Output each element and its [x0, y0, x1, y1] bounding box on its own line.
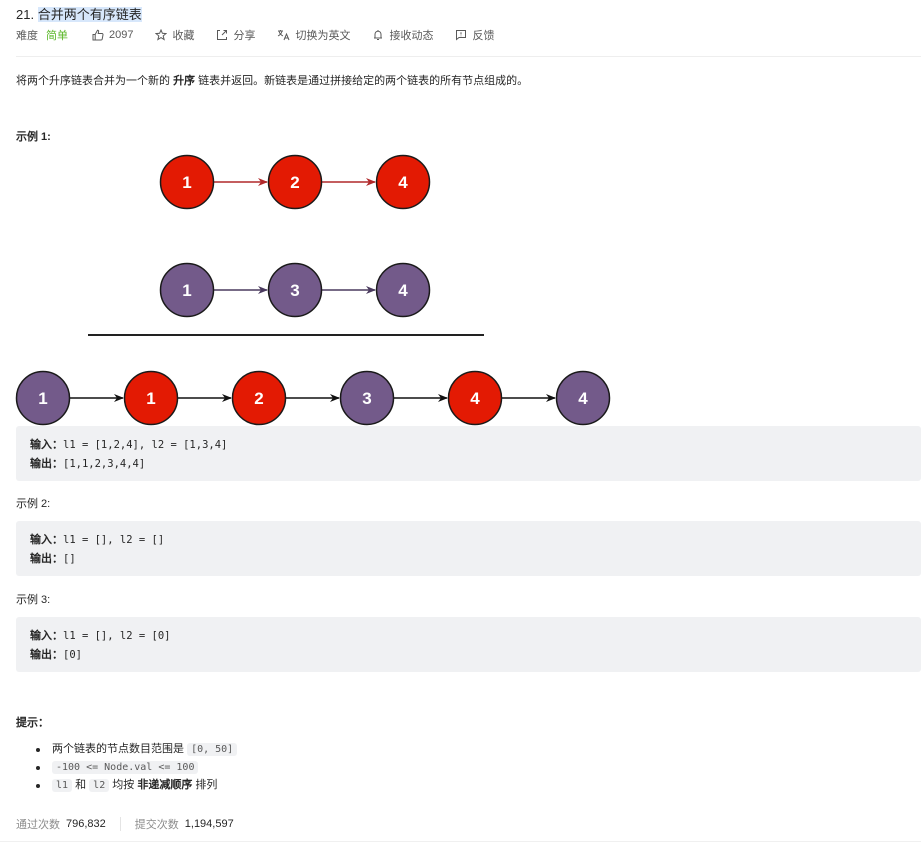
list1-node: 1	[159, 154, 215, 210]
hint-item: -100 <= Node.val <= 100	[36, 758, 237, 776]
submitted-count: 1,194,597	[184, 818, 234, 830]
translate-icon	[278, 30, 290, 41]
output-value: [0]	[63, 649, 82, 661]
input-value: l1 = [1,2,4], l2 = [1,3,4]	[63, 439, 228, 451]
share-icon	[217, 30, 228, 40]
inline-code: l2	[89, 779, 110, 792]
example-1-code: 输入：l1 = [1,2,4], l2 = [1,3,4] 输出：[1,1,2,…	[16, 426, 921, 481]
like-button[interactable]: 2097	[92, 29, 133, 41]
accepted-count: 796,832	[66, 818, 106, 830]
list2-node: 3	[267, 262, 323, 318]
output-value: []	[63, 553, 76, 565]
bottom-divider	[0, 841, 921, 842]
difficulty-label: 难度	[16, 30, 38, 42]
stats-divider	[119, 817, 121, 831]
example-1-heading: 示例 1:	[16, 131, 51, 143]
svg-text:3: 3	[362, 389, 371, 408]
feedback-label: 反馈	[472, 30, 495, 42]
description-bold: 升序	[173, 75, 196, 87]
favorite-button[interactable]: 收藏	[155, 27, 194, 43]
list2-node: 1	[159, 262, 215, 318]
subscribe-label: 接收动态	[389, 30, 434, 42]
inline-code: [0, 50]	[187, 743, 238, 756]
difficulty-badge: 简单	[46, 30, 68, 42]
hint-text: 两个链表的节点数目范围是	[52, 743, 188, 755]
input-value: l1 = [], l2 = []	[63, 534, 165, 546]
output-label: 输出：	[30, 553, 63, 565]
example-2-heading: 示例 2:	[16, 498, 51, 510]
output-value: [1,1,2,3,4,4]	[63, 458, 146, 470]
svg-text:1: 1	[182, 173, 191, 192]
problem-meta-bar: 难度 简单 2097 收藏 分享 切换为英文 接收动态 反馈	[16, 28, 516, 42]
favorite-label: 收藏	[172, 30, 195, 42]
thumbs-up-icon	[92, 29, 104, 41]
list1-node: 4	[375, 154, 431, 210]
hint-text: 和	[72, 779, 90, 791]
example-3-code: 输入：l1 = [], l2 = [0] 输出：[0]	[16, 617, 921, 672]
list2-node: 4	[375, 262, 431, 318]
svg-text:4: 4	[578, 389, 588, 408]
example-2-code: 输入：l1 = [], l2 = [] 输出：[]	[16, 521, 921, 576]
example-3-heading: 示例 3:	[16, 594, 51, 606]
hint-bold: 非递减顺序	[137, 779, 193, 791]
input-label: 输入：	[30, 439, 63, 451]
submission-stats: 通过次数 796,832 提交次数 1,194,597	[16, 816, 234, 832]
hints-title: 提示：	[16, 717, 49, 729]
merged-node: 2	[231, 370, 287, 426]
svg-text:4: 4	[470, 389, 480, 408]
input-label: 输入：	[30, 630, 63, 642]
description-text: 将两个升序链表合并为一个新的	[16, 75, 174, 87]
hint-item: 两个链表的节点数目范围是 [0, 50]	[36, 740, 238, 758]
translate-label: 切换为英文	[295, 30, 351, 42]
subscribe-button[interactable]: 接收动态	[372, 27, 433, 43]
submitted-label: 提交次数	[134, 819, 179, 831]
hint-text: 排列	[192, 779, 218, 791]
input-label: 输入：	[30, 534, 63, 546]
input-value: l1 = [], l2 = [0]	[63, 630, 171, 642]
share-button[interactable]: 分享	[216, 27, 255, 43]
share-label: 分享	[233, 30, 256, 42]
merged-node: 4	[555, 370, 611, 426]
problem-description: 将两个升序链表合并为一个新的 升序 链表并返回。新链表是通过拼接给定的两个链表的…	[16, 72, 528, 88]
problem-title: 21. 合并两个有序链表	[16, 4, 142, 23]
star-icon	[155, 29, 168, 41]
merged-node: 3	[339, 370, 395, 426]
hints-list: 两个链表的节点数目范围是 [0, 50] -100 <= Node.val <=…	[36, 740, 238, 794]
feedback-button[interactable]: 反馈	[455, 27, 494, 43]
inline-code: -100 <= Node.val <= 100	[52, 761, 199, 774]
svg-text:4: 4	[398, 281, 408, 300]
merged-node: 1	[123, 370, 179, 426]
svg-text:4: 4	[398, 173, 408, 192]
problem-title-text: 合并两个有序链表	[37, 7, 142, 22]
header-divider	[16, 56, 921, 57]
like-count: 2097	[109, 29, 134, 41]
problem-number: 21.	[16, 7, 35, 22]
list1-node: 2	[267, 154, 323, 210]
svg-text:2: 2	[290, 173, 299, 192]
svg-text:3: 3	[290, 281, 299, 300]
bell-icon	[374, 30, 383, 40]
output-label: 输出：	[30, 458, 63, 470]
inline-code: l1	[52, 779, 73, 792]
translate-button[interactable]: 切换为英文	[277, 27, 350, 43]
merge-diagram: 1 2 4 1 3 4 1 1 2 3 4 4	[15, 154, 611, 426]
svg-text:1: 1	[38, 389, 47, 408]
hint-text: 均按	[109, 779, 138, 791]
description-text: 链表并返回。新链表是通过拼接给定的两个链表的所有节点组成的。	[195, 75, 529, 87]
output-label: 输出：	[30, 649, 63, 661]
hint-item: l1 和 l2 均按 非递减顺序 排列	[36, 776, 237, 794]
accepted-label: 通过次数	[16, 819, 60, 831]
svg-text:1: 1	[182, 281, 191, 300]
feedback-icon	[456, 30, 467, 41]
svg-text:1: 1	[146, 389, 155, 408]
merged-node: 1	[15, 370, 71, 426]
merged-node: 4	[447, 370, 503, 426]
svg-text:2: 2	[254, 389, 263, 408]
